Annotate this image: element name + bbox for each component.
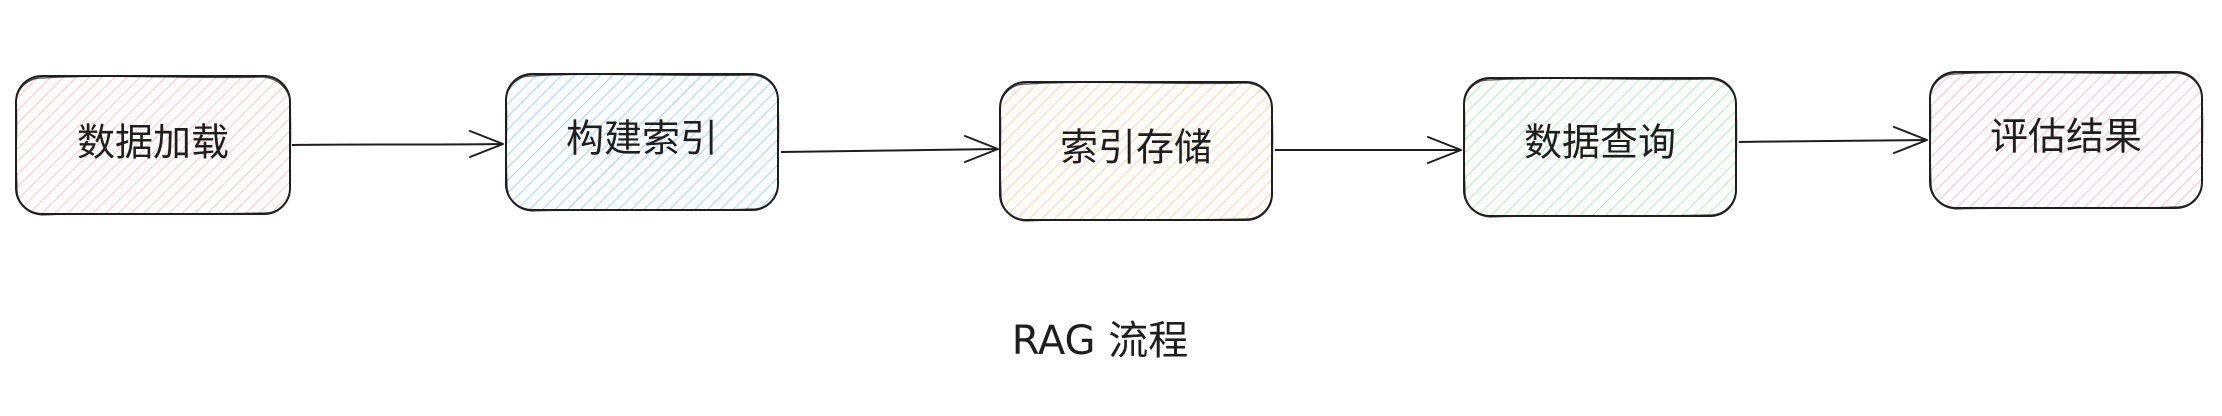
node-store-label: 索引存储 — [1060, 126, 1212, 170]
node-store: 索引存储 — [999, 81, 1274, 222]
node-eval-label: 评估结果 — [1990, 115, 2142, 159]
node-load-label: 数据加载 — [77, 121, 229, 165]
edge-query-to-eval — [1738, 126, 1928, 154]
node-load-sketch-outline — [15, 75, 292, 216]
node-eval-sketch-outline — [1929, 71, 2204, 210]
node-query: 数据查询 — [1463, 77, 1738, 218]
edge-index-to-store-arrowhead — [964, 135, 999, 163]
node-eval: 评估结果 — [1929, 71, 2204, 210]
edge-store-to-query — [1274, 136, 1462, 164]
node-index-label: 构建索引 — [566, 117, 718, 161]
edge-query-to-eval-arrowhead — [1893, 126, 1928, 154]
node-query-sketch-outline — [1463, 77, 1738, 218]
edge-load-to-index — [291, 130, 504, 158]
edge-store-to-query-arrowhead — [1427, 136, 1462, 164]
node-store-sketch-outline — [999, 81, 1274, 222]
edge-index-to-store-line — [780, 148, 999, 153]
node-load: 数据加载 — [15, 75, 292, 216]
edge-load-to-index-line — [291, 143, 504, 146]
diagram-caption: RAG 流程 — [1012, 318, 1189, 364]
edge-index-to-store — [780, 135, 999, 163]
node-query-label: 数据查询 — [1524, 121, 1676, 165]
edge-query-to-eval-line — [1738, 139, 1928, 143]
node-index: 构建索引 — [505, 73, 780, 212]
edge-load-to-index-arrowhead — [469, 130, 504, 158]
node-index-sketch-outline — [505, 73, 780, 212]
